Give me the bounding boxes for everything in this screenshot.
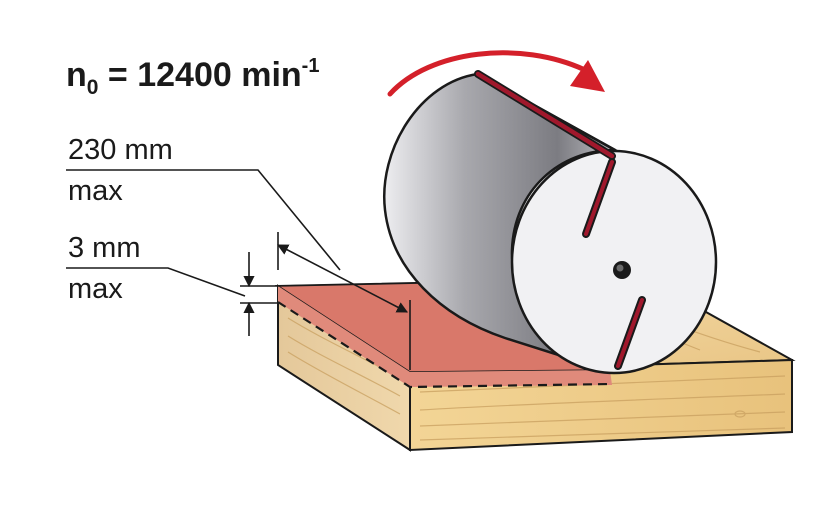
wood-grain bbox=[287, 291, 786, 441]
depth-value-label: 3 mm bbox=[68, 232, 141, 264]
dimension-lines bbox=[66, 169, 411, 370]
width-dimension-arrow bbox=[277, 244, 408, 313]
cut-layer-front bbox=[410, 370, 612, 387]
cutter-end-face bbox=[510, 149, 718, 375]
cut-depth-line bbox=[277, 301, 613, 389]
rotation-arrow-icon bbox=[387, 50, 605, 97]
depth-leader bbox=[66, 267, 246, 297]
width-qualifier-label: max bbox=[68, 175, 123, 207]
speed-label: n0 = 12400 min-1 bbox=[66, 55, 319, 99]
width-leader bbox=[66, 169, 341, 271]
cutter-head bbox=[382, 70, 718, 375]
width-value-label: 230 mm bbox=[68, 134, 173, 166]
depth-qualifier-label: max bbox=[68, 273, 123, 305]
